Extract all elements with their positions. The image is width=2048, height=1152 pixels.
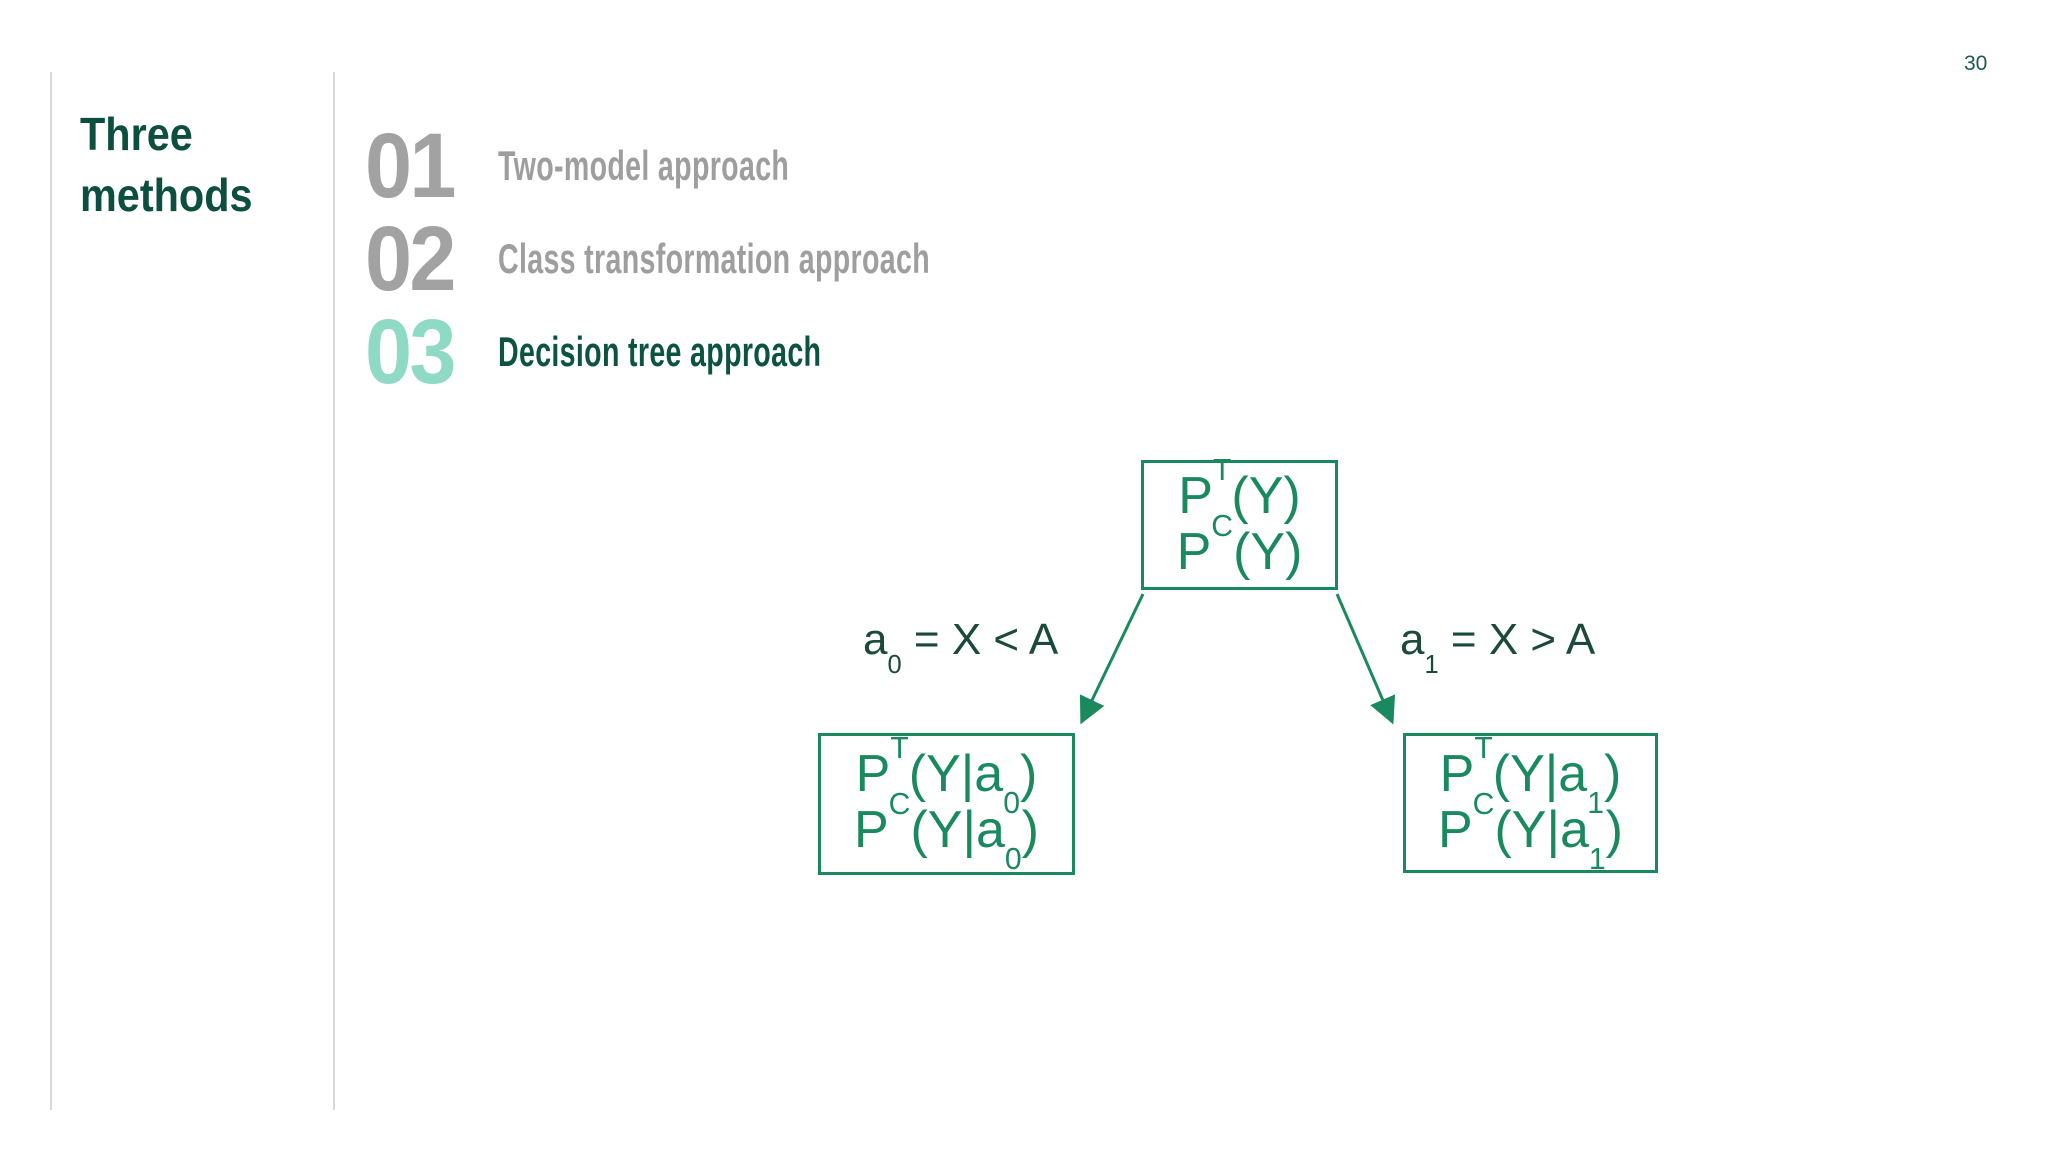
method-item-two-model: 01 Two-model approach (365, 119, 1133, 212)
middle-divider-line (333, 72, 335, 1110)
method-number: 02 (365, 207, 456, 310)
right-leaf-formula-treatment: PT(Y|a1) (1439, 731, 1622, 820)
tree-left-leaf-node: PT(Y|a0) PC(Y|a0) (818, 733, 1075, 875)
edge-right-arrow (1335, 593, 1396, 725)
root-formula-control: PC(Y) (1176, 509, 1303, 581)
left-leaf-formula-treatment: PT(Y|a0) (855, 731, 1038, 820)
method-item-class-transformation: 02 Class transformation approach (365, 212, 1133, 305)
page-number: 30 (1964, 52, 1988, 75)
right-leaf-formula-control: PC(Y|a1) (1437, 787, 1623, 876)
method-label: Class transformation approach (498, 234, 931, 282)
slide-title: Three methods (80, 108, 253, 222)
left-leaf-formula-control: PC(Y|a0) (853, 787, 1039, 876)
left-branch-condition: a0 = X < A (863, 615, 1059, 679)
tree-root-node: PT(Y) PC(Y) (1141, 453, 1338, 590)
left-divider-line (50, 72, 52, 1110)
method-label: Decision tree approach (498, 327, 822, 375)
method-item-decision-tree: 03 Decision tree approach (365, 305, 1133, 398)
tree-right-leaf-node: PT(Y|a1) PC(Y|a1) (1403, 731, 1658, 876)
method-label: Two-model approach (498, 141, 790, 189)
method-number: 01 (365, 114, 456, 217)
method-number: 03 (365, 300, 456, 403)
edge-left-arrow (1079, 593, 1145, 725)
root-formula-treatment: PT(Y) (1178, 453, 1301, 525)
methods-list: 01 Two-model approach 02 Class transform… (365, 119, 1133, 398)
right-branch-condition: a1 = X > A (1400, 615, 1596, 679)
